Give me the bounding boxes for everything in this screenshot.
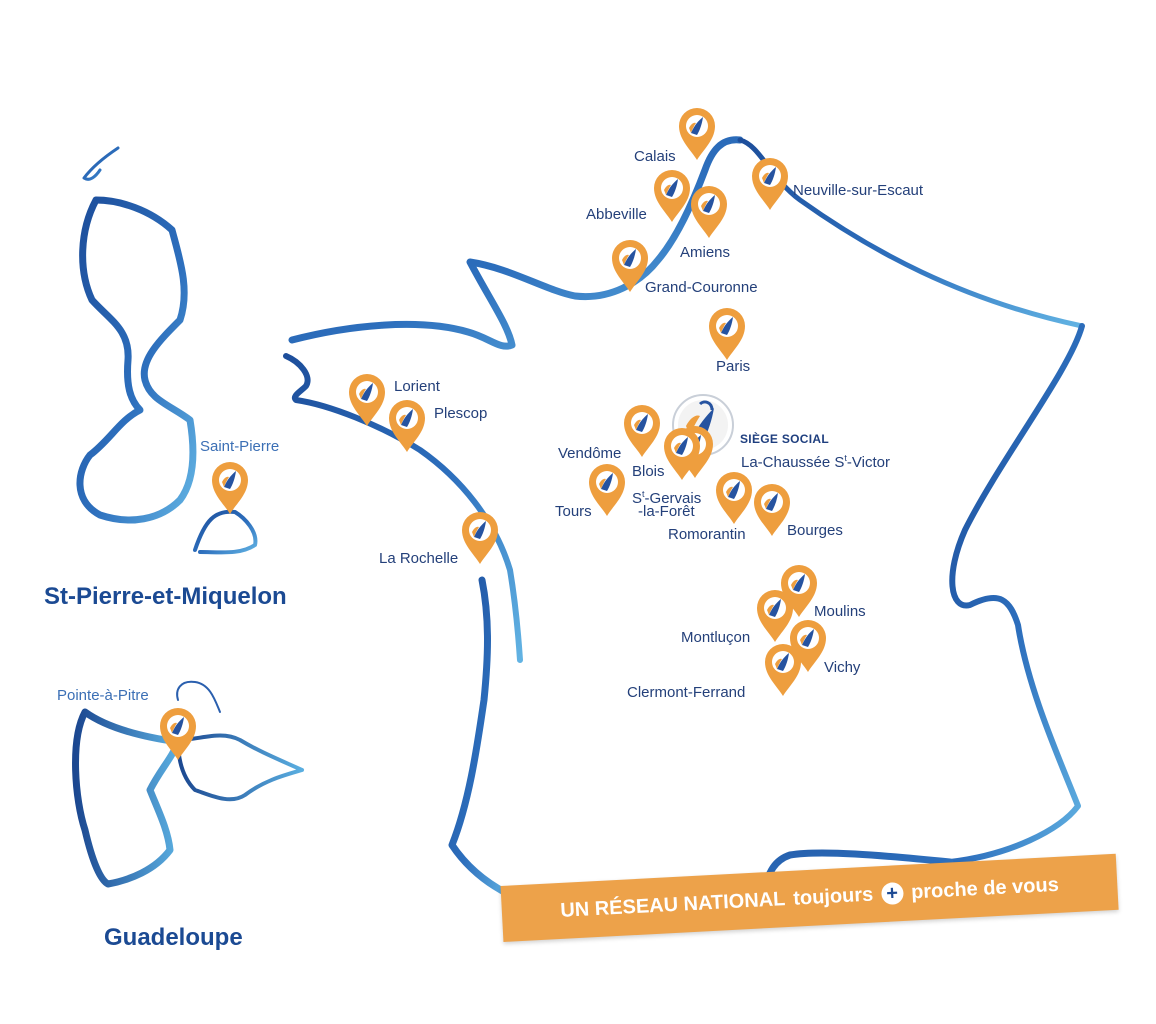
city-label-lorient: Lorient: [394, 378, 440, 395]
city-label-vichy: Vichy: [824, 659, 861, 676]
map-pin-pointe-a-pitre[interactable]: [158, 706, 198, 762]
city-label-plescop: Plescop: [434, 405, 488, 422]
map-pin-neuville[interactable]: [750, 156, 790, 212]
map-pin-vendome[interactable]: [622, 403, 662, 459]
map-pin-amiens[interactable]: [689, 184, 729, 240]
city-label-neuville-sur-escaut: Neuville-sur-Escaut: [793, 182, 924, 199]
city-label-vendome: Vendôme: [558, 445, 622, 462]
region-label-guadeloupe: Guadeloupe: [104, 924, 243, 951]
city-label-abbeville: Abbeville: [586, 206, 647, 223]
city-label-pointe-a-pitre: Pointe-à-Pitre: [57, 687, 149, 704]
map-pin-montlucon[interactable]: [755, 588, 795, 644]
headquarters-name: La-Chaussée St-Victor: [741, 453, 890, 471]
map-pin-grand-couronne[interactable]: [610, 238, 650, 294]
city-label-grand-couronne: Grand-Couronne: [645, 279, 758, 296]
slogan-part1: UN RÉSEAU NATIONAL: [559, 887, 786, 922]
map-pin-la-rochelle[interactable]: [460, 510, 500, 566]
map-pin-clermont[interactable]: [763, 642, 803, 698]
guadeloupe-outline: [72, 680, 304, 888]
spm-outline: [76, 146, 258, 555]
slogan-part3: proche de vous: [910, 873, 1060, 904]
city-label-montlucon: Montluçon: [681, 629, 751, 646]
city-label-moulins: Moulins: [814, 603, 866, 620]
city-label-st-gervais: St-Gervais: [632, 489, 702, 507]
city-label-blois: Blois: [632, 463, 665, 480]
plus-icon: +: [880, 881, 904, 906]
map-pin-saint-pierre[interactable]: [210, 460, 250, 516]
city-label-romorantin: Romorantin: [668, 526, 746, 543]
city-label-amiens: Amiens: [680, 244, 731, 261]
city-label-bourges: Bourges: [787, 522, 843, 539]
map-pin-calais[interactable]: [677, 106, 717, 162]
map-pin-tours[interactable]: [587, 462, 627, 518]
slogan-part2: toujours: [792, 883, 874, 910]
map-pin-st-gervais[interactable]: [714, 470, 754, 526]
headquarters-title: SIÈGE SOCIAL: [740, 432, 829, 446]
region-label-spm: St-Pierre-et-Miquelon: [44, 583, 287, 610]
map-pin-lorient[interactable]: [347, 372, 387, 428]
map-pin-paris[interactable]: [707, 306, 747, 362]
city-label-la-rochelle: La Rochelle: [379, 550, 459, 567]
city-label-clermont-ferrand: Clermont-Ferrand: [627, 684, 746, 701]
map-pin-romorantin[interactable]: [752, 482, 792, 538]
map-pin-blois[interactable]: [662, 426, 702, 482]
map-pin-plescop[interactable]: [387, 398, 427, 454]
city-label-st-gervais-line2: -la-Forêt: [638, 503, 695, 520]
city-label-saint-pierre: Saint-Pierre: [200, 438, 280, 455]
city-label-tours: Tours: [555, 503, 592, 520]
map-pin-abbeville[interactable]: [652, 168, 692, 224]
city-label-calais: Calais: [634, 148, 676, 165]
city-label-paris: Paris: [716, 358, 751, 375]
